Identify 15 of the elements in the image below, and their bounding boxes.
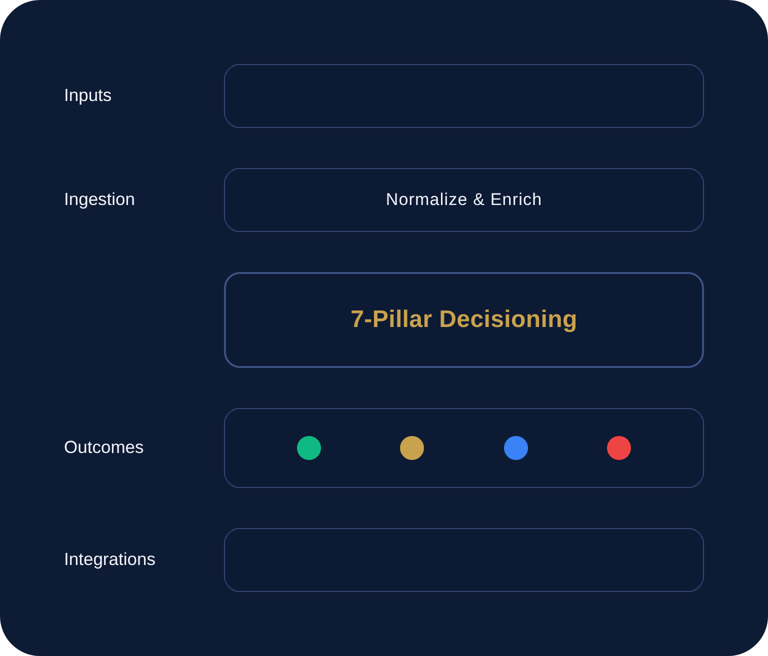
status-dot-icon	[607, 436, 631, 460]
engine-box	[224, 272, 704, 368]
status-dot-icon	[400, 436, 424, 460]
box-text: Normalize & Enrich	[386, 190, 542, 210]
process-box	[224, 168, 704, 232]
row-label: Ingestion	[64, 191, 136, 208]
status-dot-icon	[504, 436, 528, 460]
empty-box	[224, 64, 704, 128]
outcomes-box	[224, 408, 704, 488]
row-label: Inputs	[64, 87, 112, 104]
status-dot-icon	[297, 436, 321, 460]
empty-box	[224, 528, 704, 592]
engine-title: 7-Pillar Decisioning	[350, 306, 578, 334]
row-label: Integrations	[64, 551, 156, 568]
row-label: Outcomes	[64, 439, 144, 456]
